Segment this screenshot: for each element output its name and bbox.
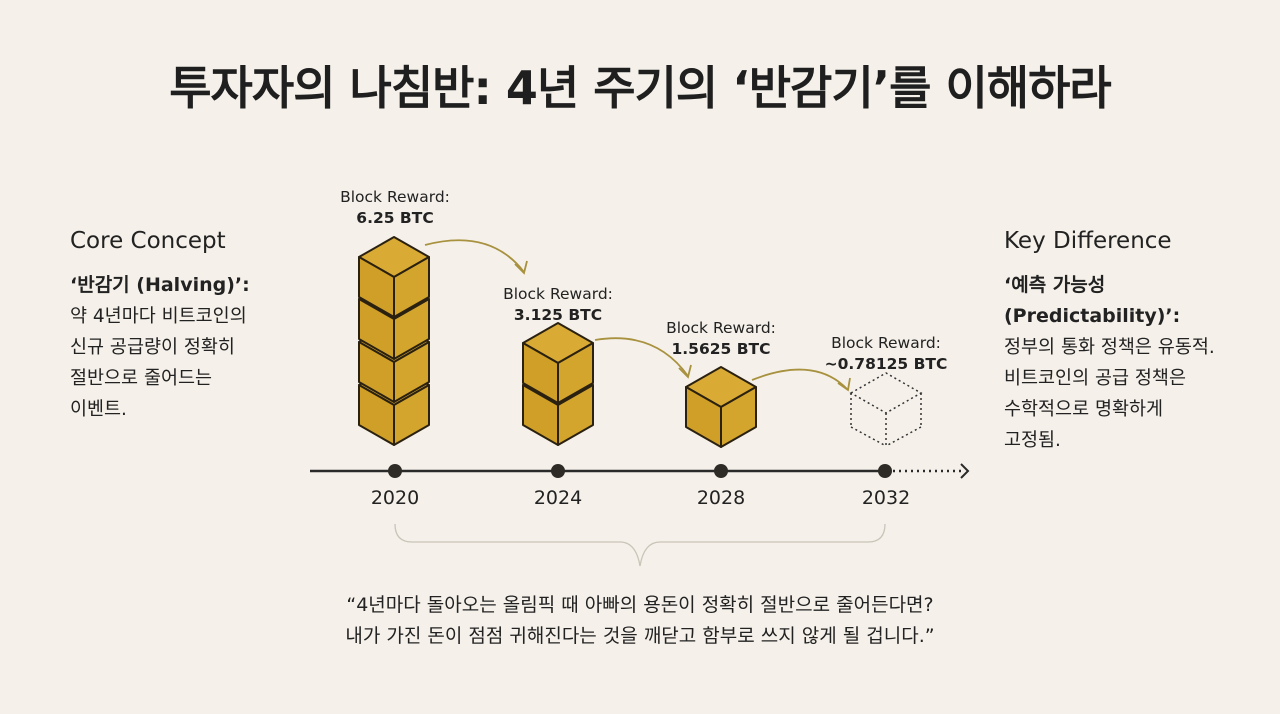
reward-caption: Block Reward: bbox=[666, 319, 776, 337]
predictability-line: 고정됨. bbox=[1004, 430, 1061, 451]
halving-line: 이벤트. bbox=[70, 399, 127, 420]
quote-line: 내가 가진 돈이 점점 귀해진다는 것을 깨닫고 함부로 쓰지 않게 될 겁니다… bbox=[345, 625, 935, 647]
predictability-term: ‘예측 가능성 bbox=[1004, 274, 1106, 296]
reward-label-2028: Block Reward: 1.5625 BTC bbox=[666, 318, 776, 360]
quote-line: “4년마다 돌아오는 올림픽 때 아빠의 용돈이 정확히 절반으로 줄어든다면? bbox=[346, 594, 934, 616]
year-2024: 2024 bbox=[533, 487, 583, 509]
reward-value: 6.25 BTC bbox=[356, 209, 434, 227]
predictability-line: 수학적으로 명확하게 bbox=[1004, 399, 1164, 420]
reward-label-2032: Block Reward: ~0.78125 BTC bbox=[825, 333, 948, 375]
key-difference-heading: Key Difference bbox=[1004, 228, 1172, 254]
core-concept-heading: Core Concept bbox=[70, 228, 226, 254]
reward-label-2024: Block Reward: 3.125 BTC bbox=[503, 284, 613, 326]
predictability-term: (Predictability)’: bbox=[1004, 305, 1181, 327]
dashed-cube-2032 bbox=[849, 372, 923, 447]
reward-value: ~0.78125 BTC bbox=[824, 355, 948, 373]
predictability-line: 정부의 통화 정책은 유동적. bbox=[1004, 337, 1215, 358]
reward-caption: Block Reward: bbox=[340, 188, 450, 206]
halving-arrows bbox=[424, 239, 851, 392]
predictability-line: 비트코인의 공급 정책은 bbox=[1004, 368, 1186, 389]
cube-stack-2020 bbox=[358, 236, 430, 446]
cube-stack-2028 bbox=[685, 366, 757, 448]
reward-value: 1.5625 BTC bbox=[671, 340, 771, 358]
page-title: 투자자의 나침반: 4년 주기의 ‘반감기’를 이해하라 bbox=[169, 61, 1112, 115]
year-2032: 2032 bbox=[861, 487, 911, 509]
timeline-axis bbox=[310, 463, 970, 479]
key-difference-panel: Key Difference ‘예측 가능성 (Predictability)’… bbox=[1004, 228, 1254, 456]
reward-caption: Block Reward: bbox=[503, 285, 613, 303]
halving-term: ‘반감기 (Halving)’: bbox=[70, 274, 250, 296]
reward-caption: Block Reward: bbox=[831, 334, 941, 352]
cube-stack-2024 bbox=[522, 322, 594, 446]
analogy-quote: “4년마다 돌아오는 올림픽 때 아빠의 용돈이 정확히 절반으로 줄어든다면?… bbox=[0, 590, 1280, 652]
year-2028: 2028 bbox=[696, 487, 746, 509]
core-concept-panel: Core Concept ‘반감기 (Halving)’: 약 4년마다 비트코… bbox=[70, 228, 310, 425]
brace bbox=[394, 523, 886, 567]
halving-line: 절반으로 줄어드는 bbox=[70, 368, 213, 389]
reward-label-2020: Block Reward: 6.25 BTC bbox=[340, 187, 450, 229]
year-2020: 2020 bbox=[370, 487, 420, 509]
reward-value: 3.125 BTC bbox=[513, 306, 603, 324]
halving-line: 약 4년마다 비트코인의 bbox=[70, 306, 247, 327]
halving-line: 신규 공급량이 정확히 bbox=[70, 337, 235, 358]
